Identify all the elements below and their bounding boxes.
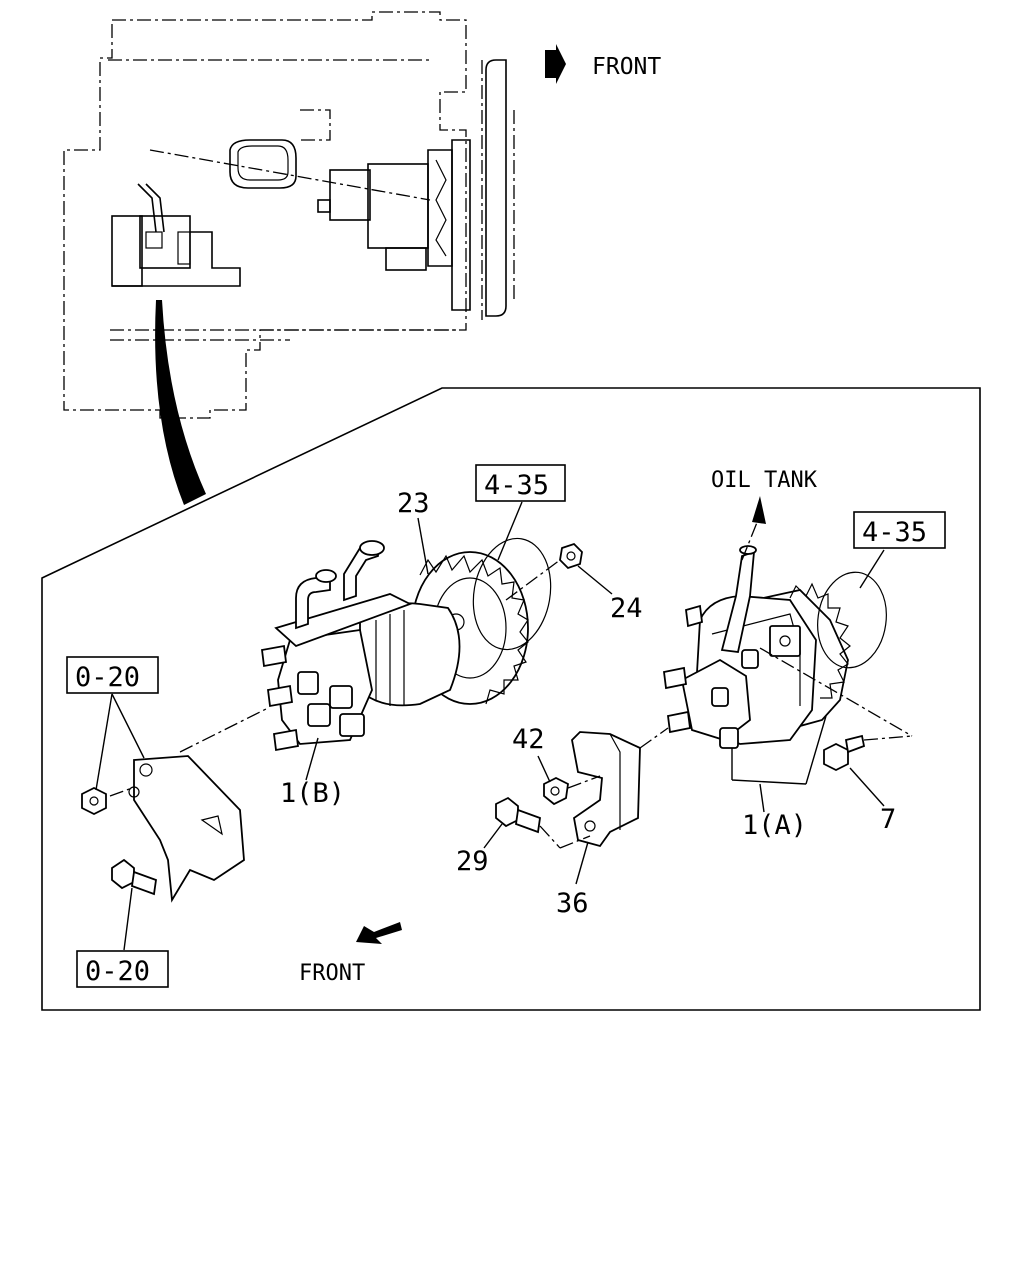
front-arrow-icon — [545, 44, 566, 84]
o-ring-right — [817, 571, 887, 669]
up-arrow-icon — [752, 496, 766, 524]
pump-1a — [663, 545, 887, 749]
leader-lines — [95, 501, 885, 951]
ref-box-0-20-top — [66, 656, 159, 694]
engine-overview — [63, 11, 515, 419]
nut-42 — [543, 776, 569, 806]
pump-1b — [261, 540, 529, 752]
callout-1a: 1(A) — [742, 810, 807, 841]
front-arrow-top — [545, 44, 566, 84]
callout-42: 42 — [512, 724, 545, 755]
nut-24 — [559, 542, 583, 570]
callout-29: 29 — [456, 846, 489, 877]
ref-box-0-20-bottom — [76, 950, 169, 988]
callout-36: 36 — [556, 888, 589, 919]
callout-23: 23 — [397, 488, 430, 519]
front-label-detail: FRONT — [299, 961, 365, 986]
nut-0-20 — [81, 786, 107, 816]
callout-24: 24 — [610, 593, 643, 624]
callout-7: 7 — [880, 804, 896, 835]
bracket-36 — [571, 731, 641, 848]
bolt-0-20 — [111, 858, 157, 896]
assembly-lines — [109, 559, 913, 849]
ref-box-4-35-left — [475, 464, 566, 502]
callout-4-35-right: 4-35 — [862, 517, 927, 548]
o-ring-left — [472, 537, 552, 651]
detail-frame — [41, 387, 981, 1011]
front-arrow-icon-detail — [356, 922, 402, 944]
detail-pointer — [155, 300, 206, 505]
front-label-top: FRONT — [592, 54, 661, 80]
bracket-0-20 — [128, 755, 245, 903]
callout-0-20-top: 0-20 — [75, 662, 140, 693]
callout-4-35-left: 4-35 — [484, 470, 549, 501]
bolt-29 — [495, 796, 541, 834]
callout-0-20-bottom: 0-20 — [85, 956, 150, 987]
oil-tank-label: OIL TANK — [711, 468, 818, 493]
oil-tank-arrow — [741, 496, 766, 561]
ref-box-4-35-right — [853, 511, 946, 549]
callout-1b: 1(B) — [280, 778, 345, 809]
bolt-7 — [823, 734, 866, 772]
